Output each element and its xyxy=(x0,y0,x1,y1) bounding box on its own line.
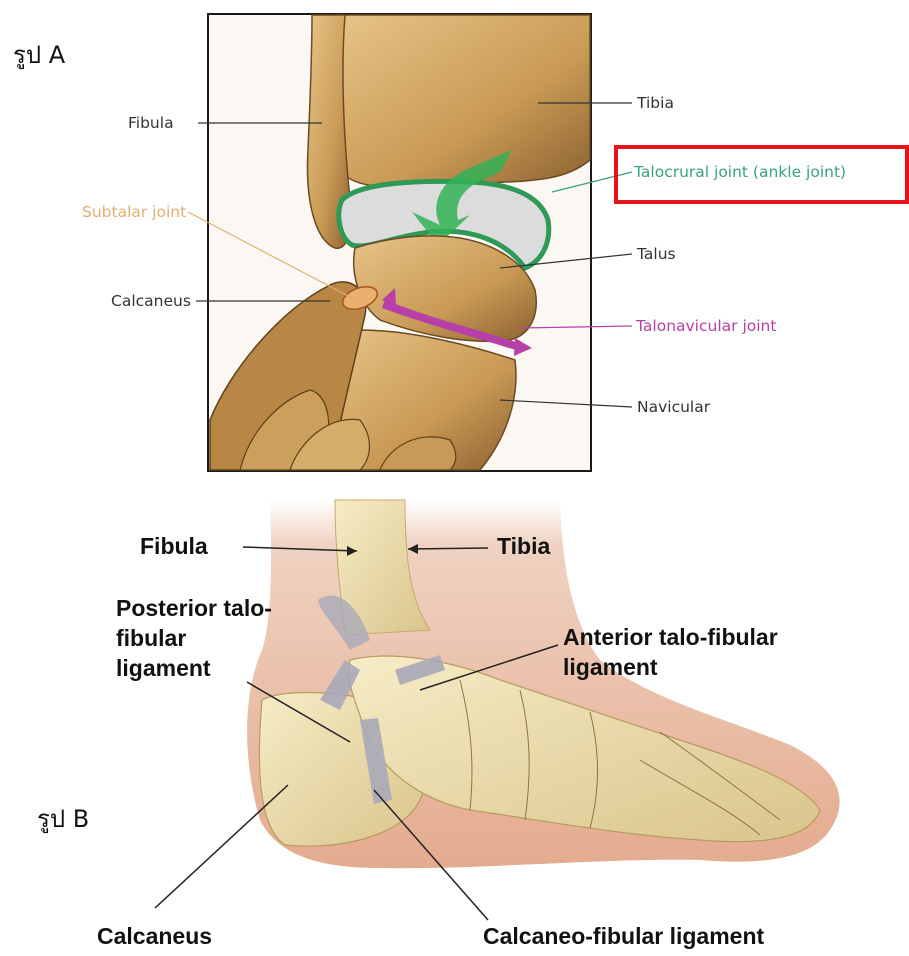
label-navicular: Navicular xyxy=(637,400,710,416)
label-posterior-talofibular: Posterior talo-fibular ligament xyxy=(116,593,286,683)
label-tibia-b: Tibia xyxy=(497,535,550,558)
label-talonavicular-joint: Talonavicular joint xyxy=(636,319,776,335)
figure-b-illustration xyxy=(155,500,840,920)
tibia-bone xyxy=(335,15,590,187)
figure-b-caption: รูป B xyxy=(37,807,89,831)
label-subtalar-joint: Subtalar joint xyxy=(82,205,186,221)
label-fibula-b: Fibula xyxy=(140,535,208,558)
label-talocrural-joint: Talocrural joint (ankle joint) xyxy=(634,165,846,181)
label-calcaneofibular: Calcaneo-fibular ligament xyxy=(483,925,764,948)
label-fibula-a: Fibula xyxy=(128,116,174,132)
label-talus: Talus xyxy=(637,247,676,263)
figure-a-illustration xyxy=(188,14,907,471)
figure-a-caption: รูป A xyxy=(13,43,65,67)
label-anterior-talofibular: Anterior talo-fibular ligament xyxy=(563,622,863,682)
label-calcaneus-a: Calcaneus xyxy=(111,294,191,310)
label-tibia-a: Tibia xyxy=(637,96,674,112)
label-calcaneus-b: Calcaneus xyxy=(97,925,212,948)
